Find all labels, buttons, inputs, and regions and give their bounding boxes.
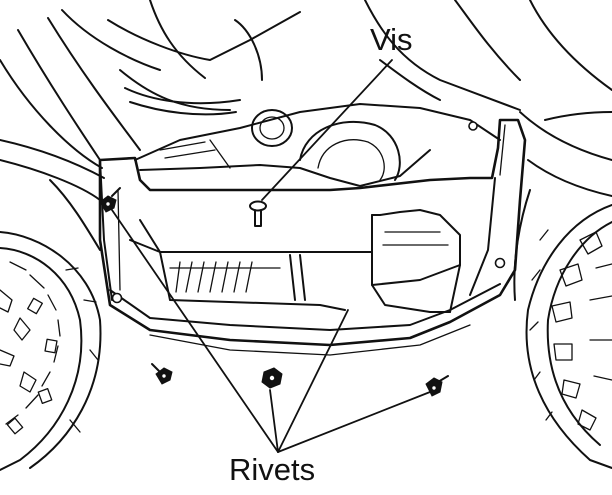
rivet-icon [151, 363, 173, 385]
nut-icon [261, 367, 283, 389]
screw-leader-line [261, 59, 393, 201]
vehicle-body-outline [0, 0, 612, 201]
rivet-leader-line [111, 209, 279, 453]
skid-plate [98, 118, 527, 356]
screw-label: Vis [370, 22, 413, 57]
rivets-label: Rivets [229, 452, 316, 487]
mounting-hole [494, 257, 506, 269]
right-tire [513, 189, 612, 469]
screw-icon [249, 200, 267, 227]
rivet-leader-line [277, 391, 431, 453]
fasteners [99, 187, 449, 397]
rivet-leader-line [269, 389, 279, 453]
rivet-leader-line [277, 309, 349, 453]
rivet-icon [99, 187, 121, 213]
engine-cover [134, 103, 501, 187]
mounting-hole [111, 292, 123, 304]
left-tire [0, 179, 102, 471]
mounting-hole [468, 121, 478, 131]
callout-leaders [111, 59, 431, 453]
